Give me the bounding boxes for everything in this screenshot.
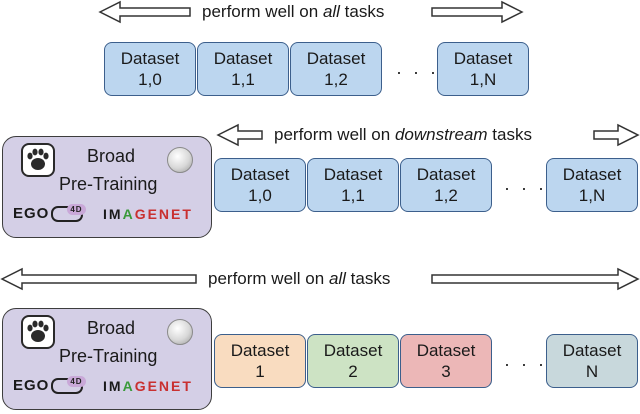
imagenet-logo: IMAGENET xyxy=(103,206,193,222)
dataset-label: Dataset xyxy=(213,49,273,68)
row3-pretraining-box: Broad Pre-Training EGO 4D IMAGENET xyxy=(2,308,212,410)
dataset-index: 1 xyxy=(255,362,265,381)
imagenet-logo-b: A xyxy=(122,206,135,222)
dataset-index: 3 xyxy=(441,362,451,381)
row3-caption: perform well on all tasks xyxy=(202,269,397,289)
row3-double-arrow xyxy=(0,267,640,291)
dataset-index: 1,0 xyxy=(138,70,162,89)
wikipedia-globe-icon xyxy=(167,147,193,173)
ego4d-logo-text: EGO xyxy=(13,205,50,222)
row1-caption-suffix: tasks xyxy=(339,2,385,21)
dataset-label: Dataset xyxy=(453,49,513,68)
dataset-label: Dataset xyxy=(323,165,383,184)
row2-dataset-1-0: Dataset 1,0 xyxy=(214,158,306,212)
dataset-index: 1,1 xyxy=(341,186,365,205)
dataset-label: Dataset xyxy=(120,49,180,68)
row3-caption-prefix: perform well on xyxy=(208,269,329,288)
wikipedia-globe-icon xyxy=(167,319,193,345)
dataset-index: 1,2 xyxy=(324,70,348,89)
dataset-label: Dataset xyxy=(230,165,290,184)
row2-ellipsis: · · · xyxy=(504,178,547,198)
dataset-index: 1,1 xyxy=(231,70,255,89)
ego4d-logo-4d: 4D xyxy=(67,204,86,216)
dataset-label: Dataset xyxy=(562,341,622,360)
row3-dataset-2: Dataset 2 xyxy=(307,334,399,388)
dataset-label: Dataset xyxy=(230,341,290,360)
paw-icon-glyph xyxy=(27,320,49,342)
ego4d-logo-4d: 4D xyxy=(67,376,86,388)
row2-double-arrow xyxy=(216,123,640,147)
pretraining-title-line2: Pre-Training xyxy=(59,346,158,366)
row1-caption-emph: all xyxy=(322,2,340,21)
paw-icon xyxy=(21,315,55,349)
ego4d-logo: EGO 4D xyxy=(13,204,86,223)
row2-dataset-1-1: Dataset 1,1 xyxy=(307,158,399,212)
row3-dataset-3: Dataset 3 xyxy=(400,334,492,388)
imagenet-logo-a: IM xyxy=(103,378,123,394)
ego4d-logo-text: EGO xyxy=(13,377,50,394)
row3-dataset-1: Dataset 1 xyxy=(214,334,306,388)
row2-dataset-1-2: Dataset 1,2 xyxy=(400,158,492,212)
dataset-label: Dataset xyxy=(562,165,622,184)
glasses-icon: 4D xyxy=(51,376,86,395)
dataset-label: Dataset xyxy=(323,341,383,360)
row1-dataset-1-0: Dataset 1,0 xyxy=(104,42,196,96)
pretraining-title-line1: Broad xyxy=(87,146,136,166)
row3-dataset-N: Dataset N xyxy=(546,334,638,388)
paw-icon-glyph xyxy=(27,148,49,170)
row1-dataset-1-1: Dataset 1,1 xyxy=(197,42,289,96)
dataset-index: N xyxy=(585,362,599,381)
row1-dataset-1-N: Dataset 1,N xyxy=(437,42,529,96)
row3-ellipsis: · · · xyxy=(504,354,547,374)
row1-caption: perform well on all tasks xyxy=(196,2,391,22)
glasses-icon: 4D xyxy=(51,204,86,223)
row2-dataset-1-N: Dataset 1,N xyxy=(546,158,638,212)
imagenet-logo-c: GENET xyxy=(134,378,193,394)
dataset-index: 1,2 xyxy=(434,186,458,205)
dataset-index: 1,N xyxy=(469,70,497,89)
row3-caption-emph: all xyxy=(328,269,346,288)
dataset-index: 1,0 xyxy=(248,186,272,205)
row2-caption-suffix: tasks xyxy=(487,125,532,144)
row2-pretraining-box: Broad Pre-Training EGO 4D IMAGENET xyxy=(2,136,212,238)
dataset-index: 2 xyxy=(348,362,358,381)
row1-ellipsis: · · · xyxy=(396,62,439,82)
imagenet-logo: IMAGENET xyxy=(103,378,193,394)
row2-caption: perform well on downstream tasks xyxy=(268,125,538,145)
paw-icon xyxy=(21,143,55,177)
row2-caption-prefix: perform well on xyxy=(274,125,395,144)
dataset-label: Dataset xyxy=(306,49,366,68)
row1-caption-prefix: perform well on xyxy=(202,2,323,21)
ego4d-logo: EGO 4D xyxy=(13,376,86,395)
imagenet-logo-c: GENET xyxy=(134,206,193,222)
imagenet-logo-b: A xyxy=(122,378,135,394)
dataset-index: 1,N xyxy=(578,186,606,205)
dataset-label: Dataset xyxy=(416,341,476,360)
dataset-label: Dataset xyxy=(416,165,476,184)
pretraining-title-line2: Pre-Training xyxy=(59,174,158,194)
pretraining-title-line1: Broad xyxy=(87,318,136,338)
row1-double-arrow xyxy=(98,0,524,24)
imagenet-logo-a: IM xyxy=(103,206,123,222)
row3-caption-suffix: tasks xyxy=(345,269,391,288)
row2-caption-emph: downstream xyxy=(394,125,488,144)
row1-dataset-1-2: Dataset 1,2 xyxy=(290,42,382,96)
